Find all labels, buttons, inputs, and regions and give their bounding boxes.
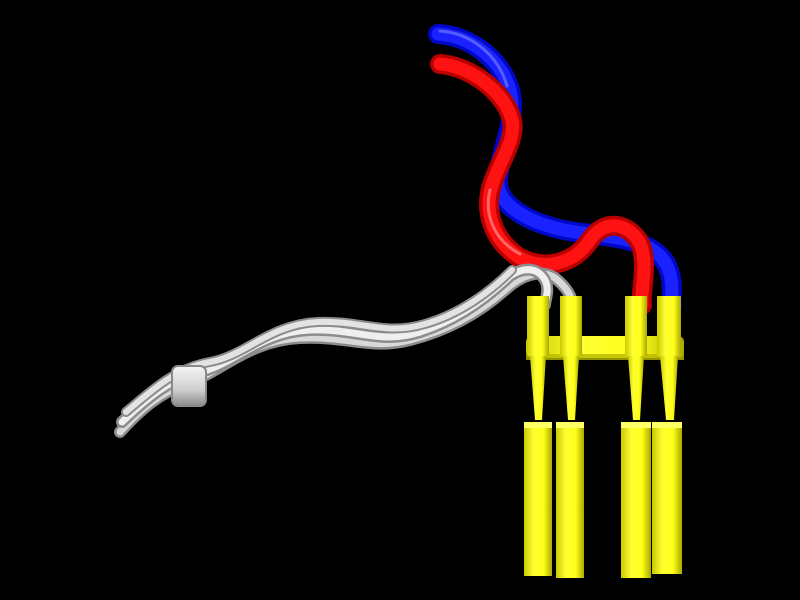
yellow-column-3 <box>621 296 651 578</box>
blue-strand <box>428 24 682 315</box>
yellow-column-2 <box>556 296 584 578</box>
red-strand <box>430 54 654 315</box>
gray-strand-bundle <box>114 263 578 438</box>
yellow-column-1 <box>524 296 552 576</box>
yellow-column-4 <box>652 296 682 574</box>
gray-junction <box>171 365 207 407</box>
yellow-column-group <box>524 296 684 578</box>
